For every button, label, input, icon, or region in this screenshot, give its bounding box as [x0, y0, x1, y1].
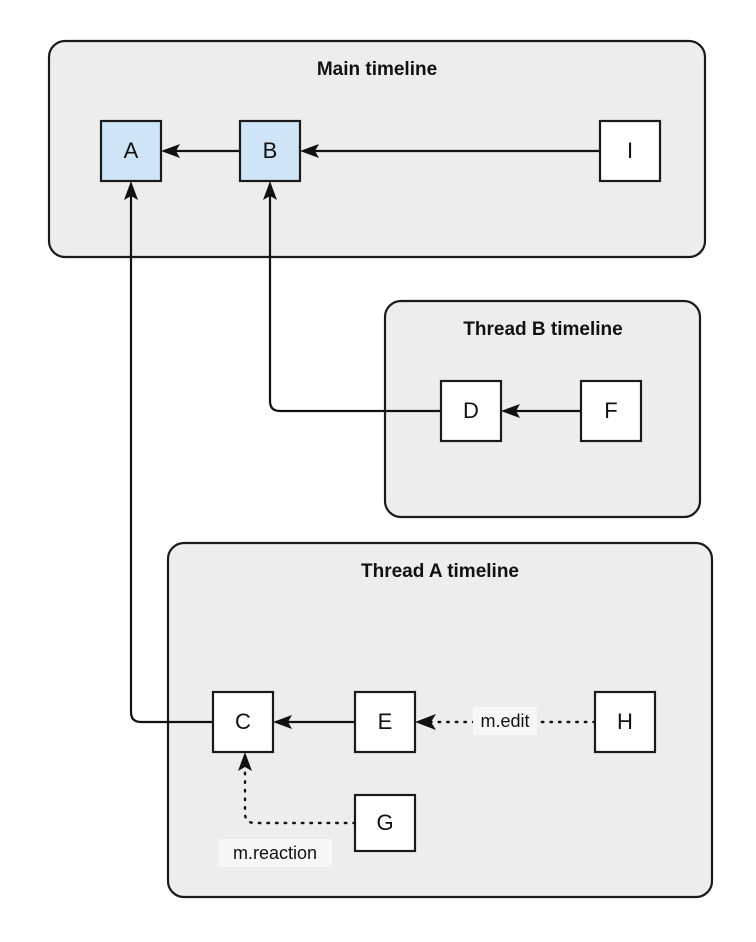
node-c-label: C: [235, 709, 251, 734]
arrowhead-h-to-e: [415, 714, 436, 730]
group-thread-a-timeline-box: [166, 541, 714, 899]
arrowhead-d-to-b: [263, 181, 277, 200]
node-a-box: [99, 119, 163, 183]
nodes-layer: A B I D F C: [99, 119, 662, 853]
edge-label-m-edit: m.edit: [480, 711, 529, 731]
group-main-timeline[interactable]: Main timeline: [47, 39, 707, 259]
group-thread-b-timeline-title: Thread B timeline: [463, 319, 622, 340]
arrowhead-f-to-d: [501, 404, 520, 418]
group-main-timeline-box: [47, 39, 707, 259]
node-e-box: [353, 690, 417, 754]
node-g-box: [353, 793, 417, 853]
node-b-label: B: [263, 138, 278, 163]
edges-layer: m.edit m.reaction: [124, 144, 600, 867]
arrowhead-e-to-c: [273, 715, 292, 729]
node-a[interactable]: A: [99, 119, 163, 183]
node-h[interactable]: H: [593, 690, 657, 754]
node-c[interactable]: C: [211, 690, 275, 754]
node-f[interactable]: F: [579, 379, 643, 443]
node-f-box: [579, 379, 643, 443]
group-thread-a-timeline-title: Thread A timeline: [361, 561, 519, 582]
edge-d-to-b[interactable]: [268, 187, 441, 413]
node-f-label: F: [604, 398, 617, 423]
node-g-label: G: [376, 810, 393, 835]
edge-label-m-reaction-bg: [219, 839, 332, 867]
node-h-box: [593, 690, 657, 754]
node-e[interactable]: E: [353, 690, 417, 754]
node-h-label: H: [617, 709, 633, 734]
node-d-label: D: [463, 398, 479, 423]
node-d-box: [439, 379, 503, 443]
node-i-label: I: [627, 138, 633, 163]
arrowhead-b-to-a: [161, 144, 180, 158]
group-thread-b-timeline[interactable]: Thread B timeline: [383, 299, 702, 519]
node-b-box: [238, 119, 302, 183]
arrowhead-c-to-a: [124, 181, 138, 200]
node-a-label: A: [124, 138, 139, 163]
node-g[interactable]: G: [353, 793, 417, 853]
node-c-box: [211, 690, 275, 754]
edge-label-m-edit-bg: [473, 707, 537, 735]
edge-label-m-reaction: m.reaction: [233, 843, 317, 863]
node-i[interactable]: I: [598, 119, 662, 183]
node-b[interactable]: B: [238, 119, 302, 183]
group-thread-a-timeline[interactable]: Thread A timeline: [166, 541, 714, 899]
arrowhead-i-to-b: [300, 144, 319, 158]
arrowhead-g-to-c: [238, 752, 252, 771]
node-d[interactable]: D: [439, 379, 503, 443]
node-e-label: E: [378, 709, 393, 734]
node-i-box: [598, 119, 662, 183]
group-thread-b-timeline-box: [383, 299, 702, 519]
group-main-timeline-title: Main timeline: [317, 59, 437, 80]
edge-c-to-a[interactable]: [129, 187, 213, 724]
